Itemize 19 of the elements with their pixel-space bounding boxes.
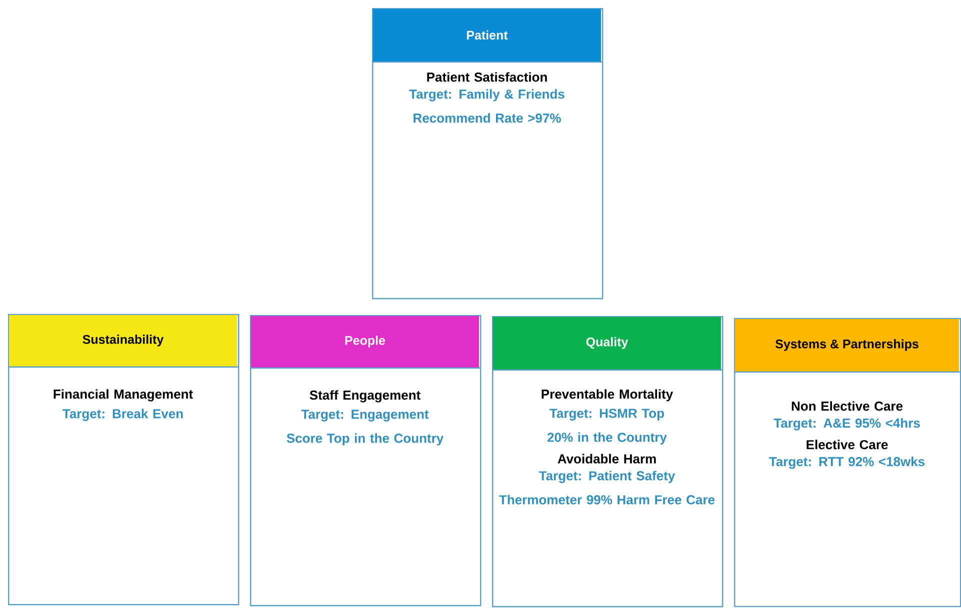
heading: Financial Management	[54, 389, 193, 402]
target-text: Target: Family & Friends Recommend Rate >97%	[409, 89, 564, 123]
target-text: Target: Engagement Score Top in the Country	[286, 410, 444, 446]
heading: Avoidable Harm	[558, 454, 656, 464]
header-band: People	[251, 316, 479, 368]
target-text: Target: HSMR Top 20% in the Country	[548, 408, 667, 444]
header-band: Patient	[373, 9, 601, 62]
header-band: Quality	[493, 317, 721, 370]
heading: Preventable Mortality	[542, 389, 674, 402]
heading: Non Elective Care	[792, 401, 903, 411]
target-text: Target: RTT 92% <18wks	[769, 456, 925, 469]
header-band: Systems & Partnerships	[735, 319, 959, 372]
target-text: Target: A&E 95% <4hrs	[774, 418, 920, 430]
heading: Elective Care	[806, 440, 888, 450]
header-band: Sustainability	[9, 315, 237, 367]
heading: Staff Engagement	[310, 390, 420, 402]
target-text: Target: Patient Safety Thermometer 99% Harm Free Care	[499, 470, 715, 504]
target-text: Target: Break Even	[62, 408, 183, 421]
heading: Patient Satisfaction	[427, 72, 547, 82]
